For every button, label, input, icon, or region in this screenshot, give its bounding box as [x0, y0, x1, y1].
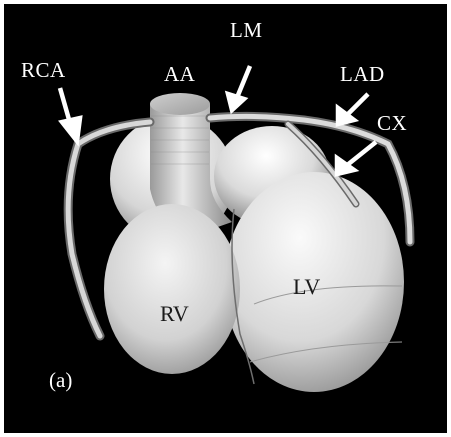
label-aa: AA	[164, 64, 195, 85]
label-lad: LAD	[340, 64, 385, 85]
label-rca: RCA	[21, 60, 66, 81]
label-rv: RV	[160, 303, 189, 325]
aorta-top-cap	[150, 93, 210, 115]
label-cx: CX	[377, 113, 407, 134]
label-lv: LV	[293, 276, 320, 298]
lad-arrow	[346, 94, 368, 116]
heart-model-figure: RCA AA LM LAD CX RV LV (a)	[4, 4, 447, 433]
label-lm: LM	[230, 20, 263, 41]
cx-arrow	[346, 142, 376, 166]
panel-label: (a)	[49, 370, 72, 391]
right-ventricle-shape	[104, 204, 240, 374]
